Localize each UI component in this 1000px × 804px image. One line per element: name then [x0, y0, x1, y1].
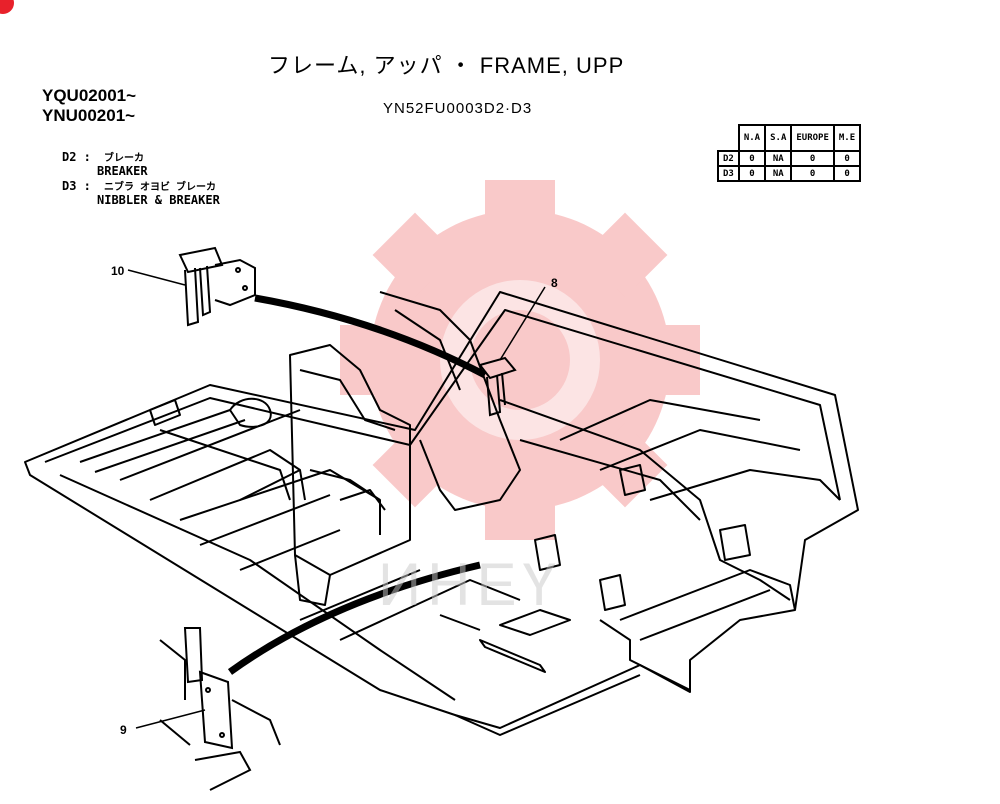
- serial-number-range: YNU00201~: [42, 106, 136, 125]
- frame-inner-edge: [44, 309, 841, 501]
- cross-member: [159, 429, 291, 501]
- page-title: フレーム, アッパ ・ FRAME, UPP: [268, 53, 625, 78]
- vertical-plate: [379, 291, 521, 511]
- reference-curve-10: [254, 294, 487, 379]
- table-cell: 0: [832, 165, 862, 182]
- watermark-text: ИНЕҮ: [378, 551, 562, 618]
- boom-mount: [289, 344, 411, 576]
- leader-line-8: [499, 286, 546, 361]
- note-japanese: ブレーカ: [104, 153, 144, 164]
- note-english: BREAKER: [97, 164, 148, 178]
- leader-line-10: [127, 269, 186, 286]
- motor-housing: [229, 397, 272, 428]
- bracket-part-8: [478, 356, 517, 417]
- table-cell: 0: [790, 150, 835, 167]
- table-cell: 0: [737, 165, 767, 182]
- table-cell: 0: [737, 150, 767, 167]
- table-cell: NA: [764, 150, 793, 167]
- frame-outline: [24, 291, 859, 729]
- table-row: D2 0 NA 0 0: [717, 150, 862, 167]
- callout-label-8: 8: [551, 276, 558, 290]
- table-cell: NA: [764, 165, 793, 182]
- watermark-gear-icon: [340, 180, 700, 540]
- note-japanese: ニブラ オヨビ ブレーカ: [104, 182, 217, 193]
- leader-line-9: [135, 709, 206, 729]
- floor-slot: [479, 639, 546, 673]
- drawing-code: YN52FU0003D2·D3: [383, 100, 533, 117]
- callout-label-10: 10: [111, 264, 125, 278]
- bracket-part-10: [178, 246, 256, 327]
- reference-curve-9: [227, 561, 481, 675]
- table-cell: 0: [790, 165, 835, 182]
- table-row-label: D3: [717, 165, 740, 182]
- table-header-cell: N.A: [737, 124, 767, 152]
- rear-beam: [619, 569, 796, 621]
- serial-number-range: YQU02001~: [42, 86, 137, 105]
- table-row-label: D2: [717, 150, 740, 167]
- table-header-cell: EUROPE: [790, 124, 835, 152]
- bracket: [619, 464, 646, 496]
- table-header-row: N.A S.A EUROPE M.E: [718, 124, 862, 152]
- table-row: D3 0 NA 0 0: [717, 165, 862, 182]
- table-header-cell: S.A: [764, 124, 793, 152]
- callout-label-9: 9: [120, 723, 127, 737]
- corner-badge: [0, 0, 14, 14]
- bracket-part-9: [159, 627, 281, 791]
- note-code: D3 :: [62, 179, 91, 193]
- availability-table: N.A S.A EUROPE M.E D2 0 NA 0 0 D3 0 NA 0…: [717, 124, 862, 182]
- table-header-cell: M.E: [832, 124, 862, 152]
- table-cell: 0: [832, 150, 862, 167]
- table-corner: [718, 125, 740, 152]
- right-rail: [499, 399, 791, 601]
- left-rail: [59, 474, 456, 701]
- note-code: D2 :: [62, 150, 91, 164]
- note-english: NIBBLER & BREAKER: [97, 193, 220, 207]
